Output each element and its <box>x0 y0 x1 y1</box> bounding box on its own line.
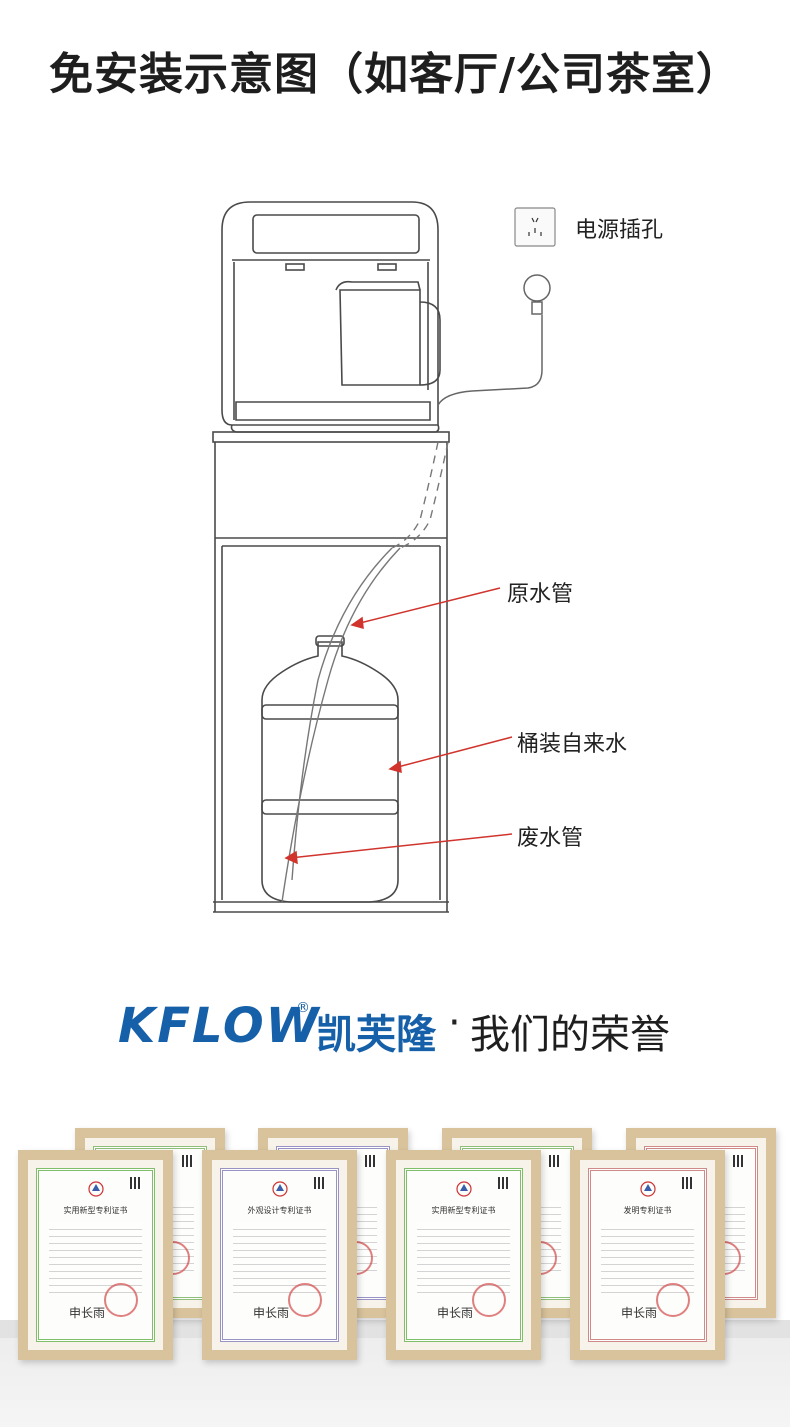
front-certificate-frame: 发明专利证书申长雨 <box>570 1150 725 1360</box>
raw-water-pipe-label: 原水管 <box>507 582 574 607</box>
installation-diagram <box>212 201 556 913</box>
certificate: 外观设计专利证书申长雨 <box>220 1168 339 1342</box>
certificate-emblem-icon <box>87 1181 104 1197</box>
waste-water-pipe-line <box>281 547 401 903</box>
certificate-text-block <box>601 1223 694 1293</box>
machine-top-body <box>221 201 439 426</box>
certificate-signature: 申长雨 <box>437 1306 474 1320</box>
cabinet-top <box>212 431 450 443</box>
power-socket-label: 电源插孔 <box>575 218 664 243</box>
kettle <box>339 289 421 386</box>
qr-code-icon <box>365 1155 377 1167</box>
certificate: 实用新型专利证书申长雨 <box>36 1168 155 1342</box>
cabinet-sides <box>214 442 448 912</box>
qr-code-icon <box>549 1155 561 1167</box>
certificate: 发明专利证书申长雨 <box>588 1168 707 1342</box>
brand-separator: · <box>448 1000 461 1046</box>
certificate-text-block <box>49 1223 142 1293</box>
qr-code-icon <box>498 1177 510 1189</box>
raw-water-pipe-line <box>291 547 393 881</box>
certificate-title: 实用新型专利证书 <box>431 1206 496 1215</box>
water-bottle <box>261 635 399 903</box>
certificate-title: 外观设计专利证书 <box>247 1206 312 1215</box>
power-socket-icon <box>514 207 556 247</box>
brand-heading: KFLOW ® 凯芙隆 · 我们的荣誉 <box>0 998 790 1058</box>
waste-water-pipe-label: 废水管 <box>517 826 584 851</box>
certificate-title: 发明专利证书 <box>623 1206 672 1215</box>
certificate-emblem-icon <box>455 1181 472 1197</box>
certificate-signature: 申长雨 <box>253 1306 290 1320</box>
bottle-arrow <box>393 736 513 769</box>
certificate-emblem-icon <box>271 1181 288 1197</box>
certificate-title: 实用新型专利证书 <box>63 1206 128 1215</box>
certificate-text-block <box>417 1223 510 1293</box>
control-panel <box>252 214 420 254</box>
official-seal-icon <box>104 1283 138 1317</box>
qr-code-icon <box>314 1177 326 1189</box>
official-seal-icon <box>288 1283 322 1317</box>
page-title: 免安装示意图（如客厅/公司茶室） <box>48 49 742 100</box>
certificate-signature: 申长雨 <box>621 1306 658 1320</box>
qr-code-icon <box>682 1177 694 1189</box>
qr-code-icon <box>733 1155 745 1167</box>
certificate: 实用新型专利证书申长雨 <box>404 1168 523 1342</box>
raw-water-arrow <box>355 587 501 625</box>
front-certificate-frame: 实用新型专利证书申长雨 <box>386 1150 541 1360</box>
certificate-emblem-icon <box>639 1181 656 1197</box>
bottled-tap-water-label: 桶装自来水 <box>517 732 628 757</box>
front-certificate-frame: 外观设计专利证书申长雨 <box>202 1150 357 1360</box>
qr-code-icon <box>130 1177 142 1189</box>
brand-logo: KFLOW <box>118 998 321 1054</box>
front-certificate-frame: 实用新型专利证书申长雨 <box>18 1150 173 1360</box>
qr-code-icon <box>182 1155 194 1167</box>
official-seal-icon <box>656 1283 690 1317</box>
power-cable <box>437 315 543 406</box>
certificate-signature: 申长雨 <box>69 1306 106 1320</box>
brand-name-cn: 凯芙隆 <box>316 1012 436 1058</box>
honors-heading: 我们的荣誉 <box>470 1012 670 1058</box>
waste-water-arrow <box>289 833 513 859</box>
registered-mark: ® <box>296 1000 310 1016</box>
official-seal-icon <box>472 1283 506 1317</box>
certificate-text-block <box>233 1223 326 1293</box>
power-plug <box>523 274 551 302</box>
